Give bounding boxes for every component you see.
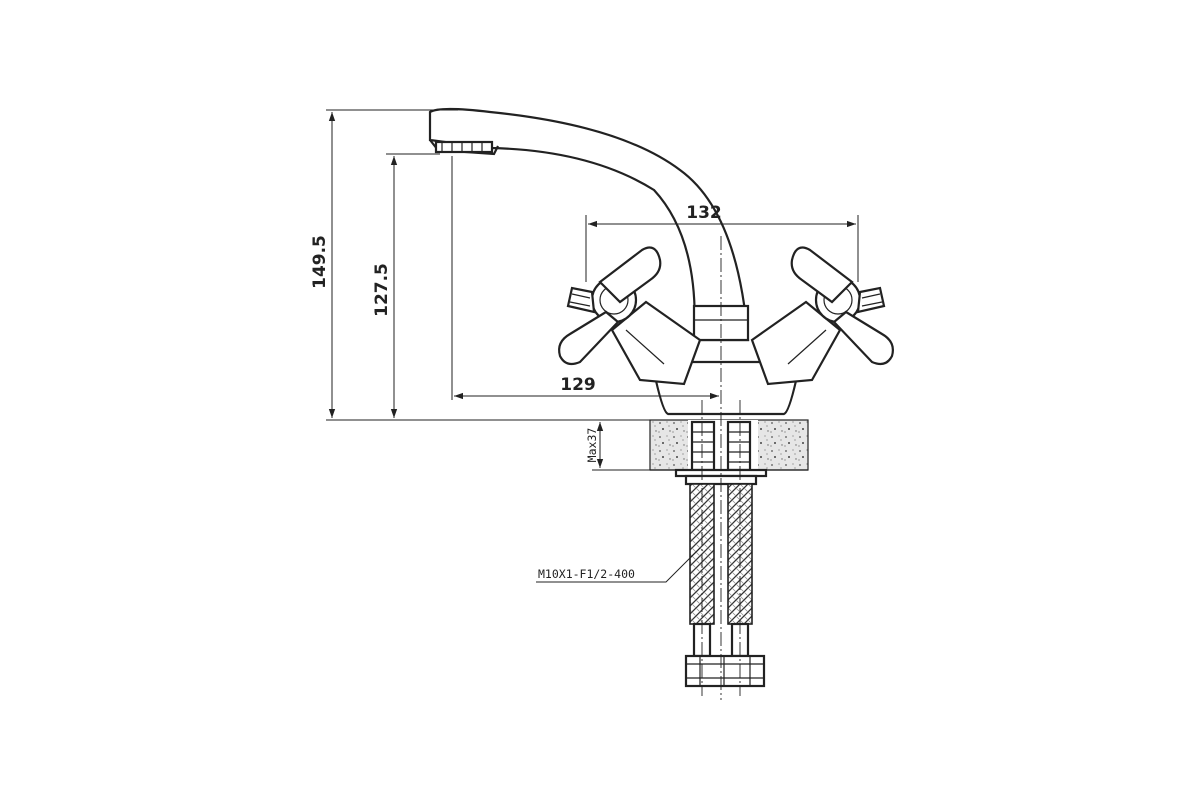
center-lines [701,236,741,700]
right-cross-handle [750,246,894,386]
overall-height-label: 149.5 [310,235,330,289]
dimension-lines [326,109,859,471]
flexible-hoses [684,483,766,688]
hose-callout: M10X1-F1/2-400 [536,547,701,583]
dimension-labels: 149.5 127.5 132 129 Max37 [310,203,722,462]
left-cross-handle [558,246,702,386]
handle-span-label: 132 [686,203,722,223]
spout [428,107,750,342]
hose-spec-label: M10X1-F1/2-400 [538,567,635,581]
spout-reach-label: 129 [560,375,596,395]
counter-thickness-label: Max37 [585,428,599,463]
spout-height-label: 127.5 [372,263,392,317]
